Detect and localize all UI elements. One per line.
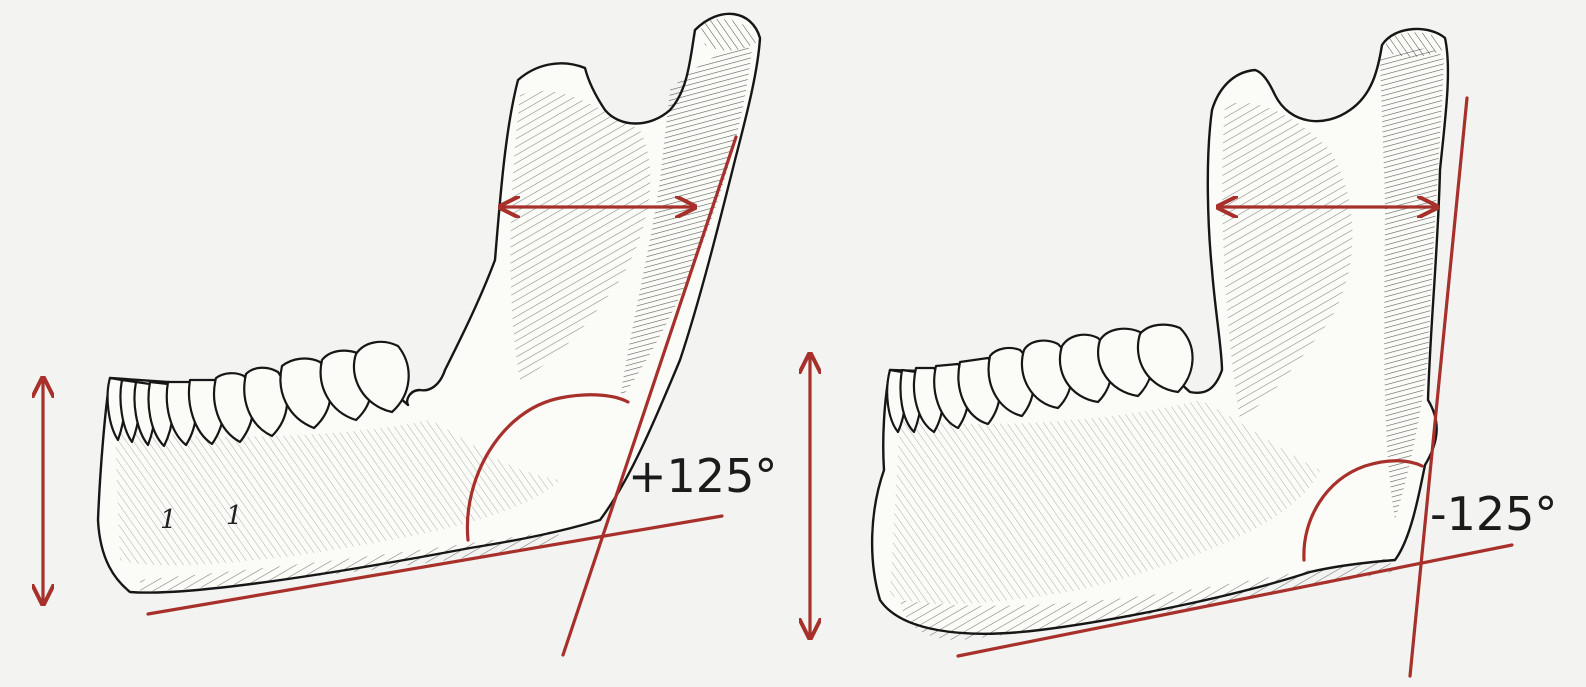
left-tooth-mark-2: 1	[226, 501, 243, 531]
left-angle-label: +125°	[628, 449, 777, 503]
left-mandible: 1 1 +125°	[43, 14, 777, 655]
left-tooth-mark-1: 1	[160, 505, 177, 535]
right-mandible: -125°	[810, 29, 1557, 676]
right-angle-label: -125°	[1430, 487, 1557, 541]
